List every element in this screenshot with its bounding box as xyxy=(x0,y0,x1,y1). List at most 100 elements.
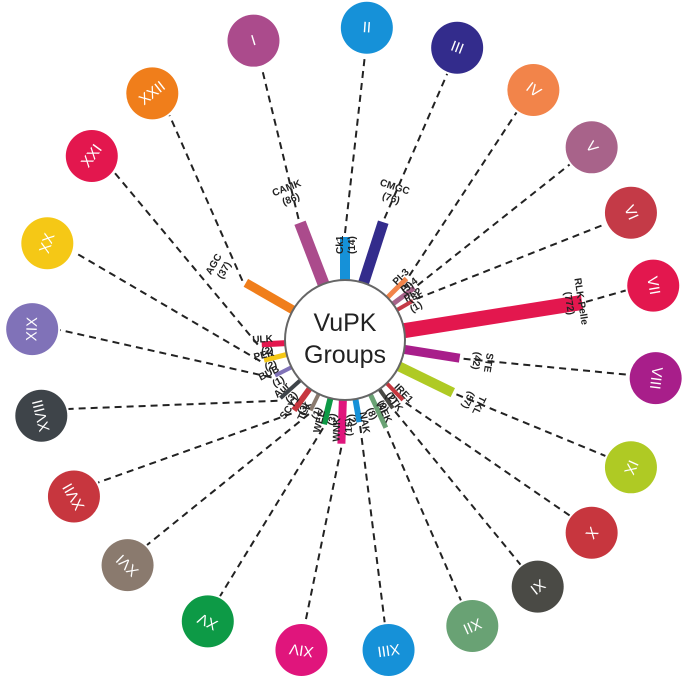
label-wnk: WNK(15) xyxy=(331,417,355,442)
label-agc: AGC(37) xyxy=(204,252,234,281)
group-badge-xi xyxy=(511,560,564,613)
family-name: PEK xyxy=(253,348,276,364)
center-circle xyxy=(284,279,406,401)
leader-line xyxy=(168,115,244,282)
family-count: (15) xyxy=(344,418,356,436)
family-count: (2) xyxy=(264,359,279,373)
family-name: NAK xyxy=(357,411,372,435)
family-count: (2) xyxy=(261,346,274,358)
group-numeral: XIV xyxy=(288,640,314,660)
family-name: Ck1 xyxy=(335,235,346,254)
group-badge-xxii xyxy=(126,67,179,120)
bar-nak xyxy=(352,397,363,423)
family-count: (76) xyxy=(381,191,401,207)
label-tkl: TKL(57) xyxy=(459,389,488,416)
bar-pi-2 xyxy=(395,299,414,313)
group-badge-xiii xyxy=(362,623,415,676)
leader-line xyxy=(97,412,292,484)
label-rlk-pelle: RLK-Pelle(772) xyxy=(561,277,589,326)
group-badge-xiv xyxy=(275,623,328,676)
leader-line xyxy=(408,111,518,277)
family-count: (3) xyxy=(326,412,340,427)
family-name: WNK xyxy=(331,417,343,442)
group-numeral: VII xyxy=(643,275,663,296)
bar-wnk xyxy=(337,398,347,444)
bar-aur xyxy=(279,378,303,400)
bar-agc xyxy=(243,278,297,315)
group-badge-viii xyxy=(629,352,682,405)
group-badge-iv xyxy=(507,64,560,117)
leader-line xyxy=(405,402,571,517)
group-badge-xii xyxy=(446,599,499,652)
leader-line xyxy=(416,223,606,300)
label-ck1: Ck1(14) xyxy=(335,235,358,254)
leader-line xyxy=(359,425,386,623)
group-badge-iii xyxy=(431,21,484,74)
leader-line xyxy=(456,393,606,457)
family-name: STE xyxy=(481,352,495,373)
leader-line xyxy=(219,427,324,597)
label-ulk: ULK(2) xyxy=(252,334,274,358)
bar-pek xyxy=(263,351,289,363)
label-pek: PEK(2) xyxy=(253,348,279,373)
group-badge-xxi xyxy=(65,130,118,183)
leader-line xyxy=(344,55,366,234)
bar-ste xyxy=(402,344,461,363)
leader-lines xyxy=(59,55,628,623)
bar-cmgc xyxy=(358,220,389,286)
bar-bub xyxy=(274,365,294,378)
leader-line xyxy=(68,399,278,410)
bar-scy1 xyxy=(291,386,313,412)
bar-pi-4 xyxy=(390,285,416,307)
bar-ulk xyxy=(261,340,287,348)
group-badge-i xyxy=(227,14,280,67)
bar-ttk xyxy=(377,387,395,410)
group-badge-xviii xyxy=(15,389,68,442)
group-numeral: IX xyxy=(620,457,641,477)
family-count: (42) xyxy=(469,351,483,370)
leader-line xyxy=(416,163,571,287)
bar-tlk xyxy=(308,392,321,412)
group-numeral: XII xyxy=(460,614,484,637)
family-count: (2) xyxy=(345,413,358,427)
leader-line xyxy=(463,357,628,376)
group-numeral: XIII xyxy=(376,640,401,660)
leader-line xyxy=(304,447,343,623)
family-count: (14) xyxy=(347,236,358,254)
bars xyxy=(243,220,584,444)
group-numeral: I xyxy=(249,32,258,49)
label-wee: WEE(3) xyxy=(312,409,340,434)
bar-rlk-pelle xyxy=(402,295,584,339)
leader-line xyxy=(260,67,300,220)
family-count: (772) xyxy=(561,291,576,316)
bar-tkl xyxy=(395,361,455,398)
leader-line xyxy=(585,289,626,303)
group-badge-xvii xyxy=(47,470,100,523)
group-badge-vi xyxy=(604,186,657,239)
group-badge-xix xyxy=(6,303,59,356)
group-badge-xvi xyxy=(101,539,154,592)
family-count: (1) xyxy=(310,406,325,422)
label-camk: CAMK(86) xyxy=(271,178,304,208)
family-count: (1) xyxy=(271,374,287,389)
leader-line xyxy=(383,73,449,219)
leader-line xyxy=(394,410,522,566)
center-title-line2: Groups xyxy=(304,341,386,369)
leader-line xyxy=(146,413,310,546)
family-count: (1) xyxy=(408,300,424,316)
group-badge-ii xyxy=(340,1,393,54)
group-numeral: XX xyxy=(36,231,58,255)
leader-line xyxy=(59,329,272,379)
leader-line xyxy=(73,251,261,362)
bar-ire1 xyxy=(384,381,405,402)
group-badge-vii xyxy=(627,259,680,312)
group-badge-ix xyxy=(604,441,657,494)
bar-wee xyxy=(321,396,334,425)
group-numeral: II xyxy=(362,19,372,37)
group-numeral: VIII xyxy=(646,366,666,390)
label-ste: STE(42) xyxy=(469,351,495,373)
group-badges: IIIIIIIVVVIVIIVIIIIXXXIXIIXIIIXIVXVXVIXV… xyxy=(6,1,682,676)
family-name: WEE xyxy=(312,409,328,434)
bar-pi-3 xyxy=(385,276,409,300)
